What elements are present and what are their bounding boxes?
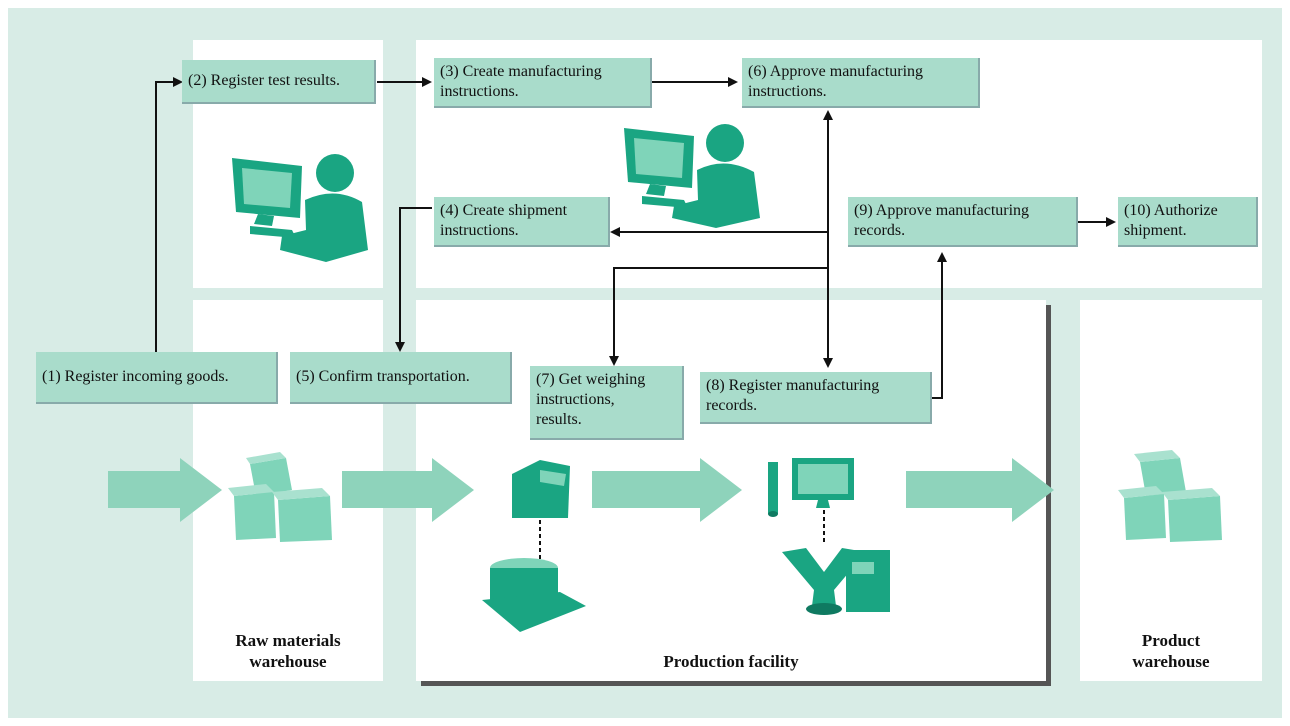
- production-facility-label: Production facility: [663, 652, 799, 671]
- pc-terminal-icon: [768, 458, 854, 545]
- step-5-confirm-transportation: (5) Confirm transportation.: [290, 352, 512, 404]
- step-6-approve-manufacturing-instructions: (6) Approve manufacturing instructions.: [742, 58, 980, 108]
- step-10-authorize-shipment: (10) Authorize shipment.: [1118, 197, 1258, 247]
- scale-icon: [482, 558, 586, 632]
- step-7-get-weighing-instructions-results: (7) Get weighing instructions, results.: [530, 366, 684, 440]
- computer-user-icon: [624, 124, 760, 228]
- flow-arrow-into-raw-warehouse: [108, 458, 222, 522]
- flow-arrow-to-weighing: [342, 458, 474, 522]
- arrow-4-to-5: [395, 207, 432, 352]
- arrow-to-7: [609, 267, 828, 366]
- arrow-1-to-2: [155, 77, 183, 352]
- weighing-terminal-icon: [512, 460, 570, 560]
- step-9-approve-manufacturing-records: (9) Approve manufacturing records.: [848, 197, 1078, 247]
- arrow-8-to-9: [932, 252, 947, 399]
- step-8-register-manufacturing-records: (8) Register manufacturing records.: [700, 372, 932, 424]
- mixer-icon: [782, 548, 890, 615]
- step-4-create-shipment-instructions: (4) Create shipment instructions.: [434, 197, 610, 247]
- boxes-icon: [1118, 450, 1222, 542]
- step-1-register-incoming-goods: (1) Register incoming goods.: [36, 352, 278, 404]
- raw-materials-warehouse-label: Raw materials warehouse: [235, 631, 341, 671]
- step-2-register-test-results: (2) Register test results.: [182, 60, 376, 104]
- product-warehouse-label: Product warehouse: [1132, 631, 1210, 671]
- flow-arrow-to-product-warehouse: [906, 458, 1054, 522]
- flow-arrow-to-manufacturing: [592, 458, 742, 522]
- computer-user-icon: [232, 154, 368, 262]
- boxes-icon: [228, 452, 332, 542]
- step-3-create-manufacturing-instructions: (3) Create manufacturing instructions.: [434, 58, 652, 108]
